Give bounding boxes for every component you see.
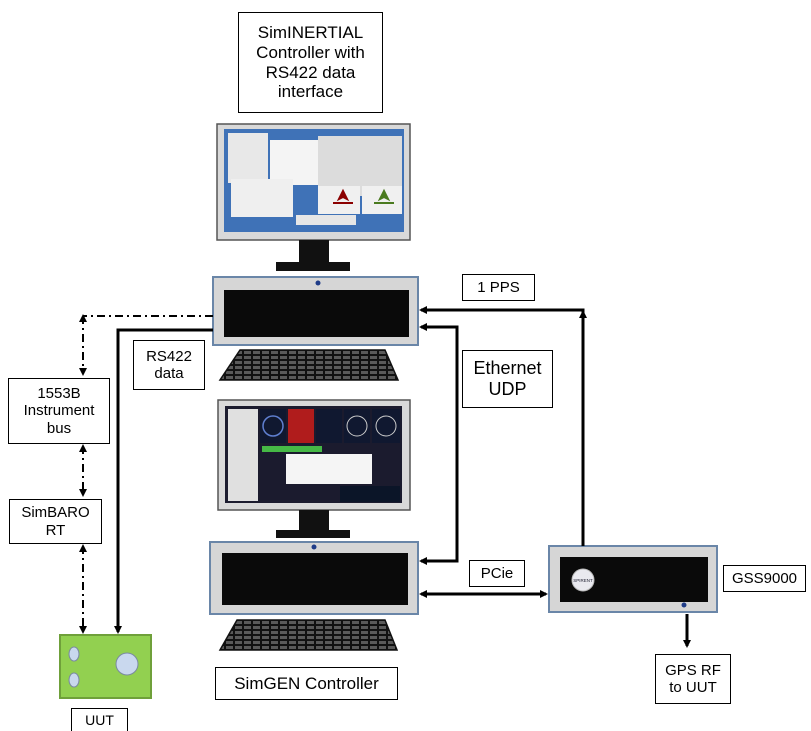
gss9000-label: GSS9000 bbox=[723, 565, 806, 592]
gss9000-unit: SPIRENT bbox=[548, 545, 718, 613]
simgen-monitor-icon bbox=[217, 399, 411, 538]
uut-label: UUT bbox=[71, 708, 128, 731]
siminertial-pc-unit bbox=[212, 276, 419, 346]
rs422-data-label: RS422 data bbox=[133, 340, 205, 390]
simgen-controller-label: SimGEN Controller bbox=[215, 667, 398, 700]
keyboard-icon bbox=[218, 619, 399, 651]
uut-board-icon bbox=[59, 634, 152, 699]
siminertial-monitor-icon bbox=[216, 123, 411, 271]
instrument-bus-label: 1553B Instrument bus bbox=[8, 378, 110, 444]
simbaro-rt-label: SimBARO RT bbox=[9, 499, 102, 544]
pps-connector bbox=[419, 306, 585, 546]
ethernet-udp-label: Ethernet UDP bbox=[462, 350, 553, 408]
pcie-label: PCie bbox=[469, 560, 525, 587]
simgen-pc-unit bbox=[209, 541, 419, 615]
keyboard-icon bbox=[218, 349, 400, 381]
ethernet-connector bbox=[419, 323, 459, 565]
gps-rf-label: GPS RF to UUT bbox=[655, 654, 731, 704]
spirent-badge: SPIRENT bbox=[573, 578, 593, 583]
one-pps-label: 1 PPS bbox=[462, 274, 535, 301]
siminertial-controller-label: SimINERTIAL Controller with RS422 data i… bbox=[238, 12, 383, 113]
rs422-connector bbox=[114, 328, 213, 634]
